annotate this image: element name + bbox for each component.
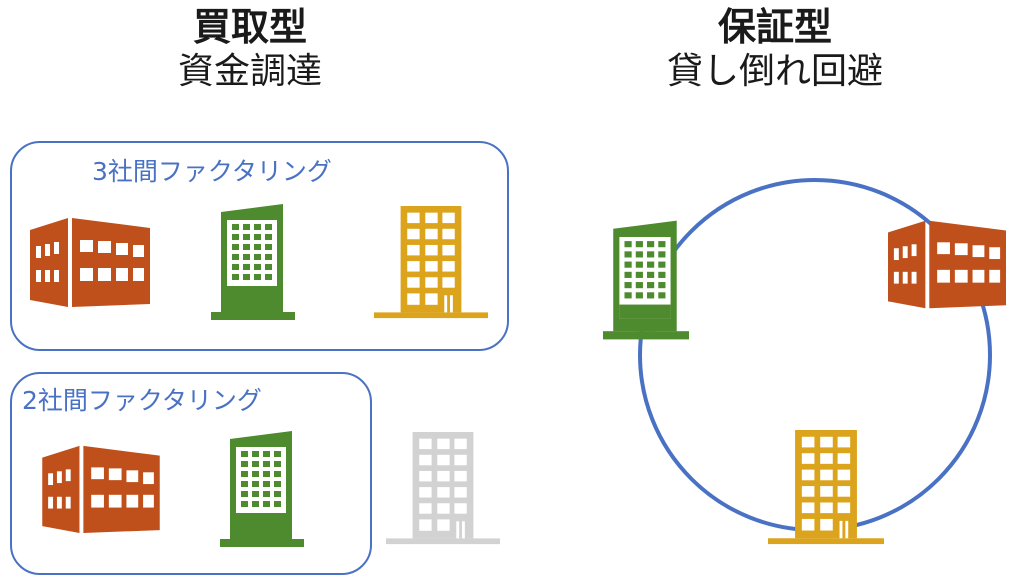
apartment-building-icon (370, 206, 492, 320)
office-tower-icon (603, 215, 689, 345)
guarantee-type-heading: 保証型 (717, 5, 832, 49)
wide-building-icon (30, 212, 150, 307)
wide-building-icon (888, 214, 1006, 309)
apartment-building-icon (382, 432, 504, 546)
apartment-building-icon (765, 430, 887, 546)
left-title: 買取型 資金調達 (140, 4, 360, 94)
two-party-factoring-label: 2社間ファクタリング (22, 386, 262, 415)
bad-debt-avoidance-subheading: 貸し倒れ回避 (666, 51, 883, 92)
office-tower-icon (220, 425, 304, 553)
right-title: 保証型 貸し倒れ回避 (605, 4, 945, 94)
three-party-factoring-label: 3社間ファクタリング (92, 157, 332, 186)
three-party-factoring-box (10, 141, 509, 351)
wide-building-icon (42, 440, 160, 533)
office-tower-icon (211, 198, 295, 326)
fund-procurement-subheading: 資金調達 (177, 51, 322, 92)
purchase-type-heading: 買取型 (192, 5, 307, 49)
two-party-factoring-box (10, 372, 372, 575)
